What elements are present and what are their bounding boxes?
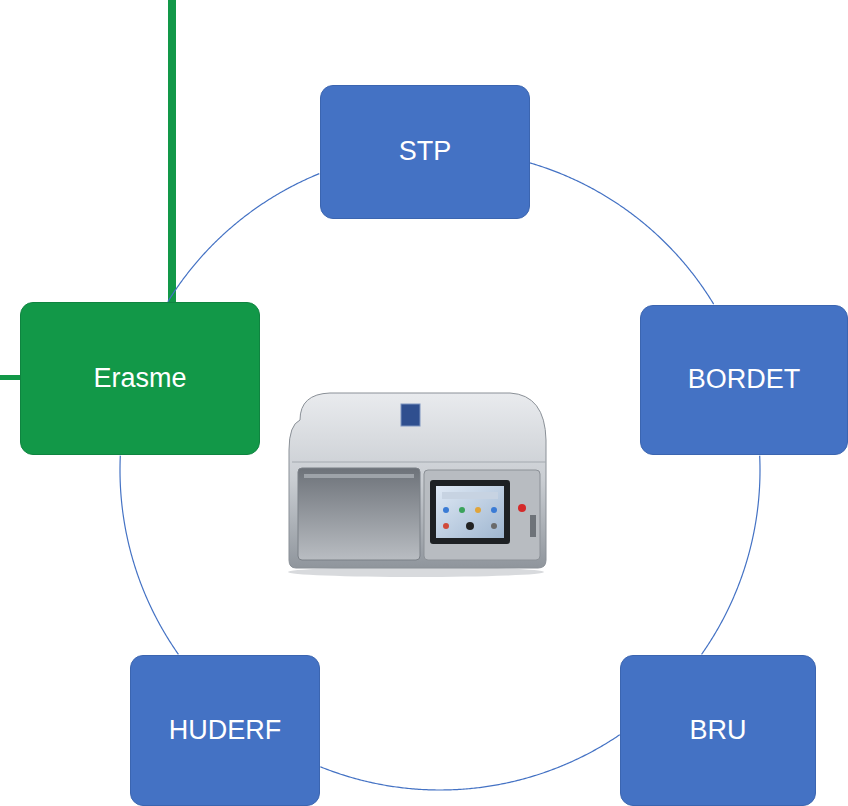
site-label: STP: [399, 136, 452, 167]
screen-icon: [459, 507, 465, 513]
ring-arc: [702, 456, 760, 655]
screen-header: [442, 492, 498, 499]
screen-icon: [466, 522, 474, 530]
device-screen-bezel: [430, 480, 510, 544]
site-label: BRU: [689, 715, 746, 746]
screen-icon: [491, 507, 497, 513]
site-box: STP: [320, 85, 530, 219]
device-window-edge: [304, 474, 414, 478]
screen-icon: [443, 507, 449, 513]
site-box: BORDET: [640, 305, 848, 455]
site-label: Erasme: [93, 363, 186, 394]
device-window: [298, 468, 420, 560]
device-seam: [292, 461, 546, 462]
device-button: [518, 504, 526, 512]
ring-arc: [320, 735, 620, 790]
analyzer-device: [288, 393, 546, 577]
green-line: [168, 0, 176, 303]
device-logo: [401, 404, 420, 426]
site-box: BRU: [620, 655, 816, 806]
screen-icon: [491, 523, 497, 529]
green-line: [0, 375, 21, 380]
device-housing: [289, 393, 546, 568]
ring-arc: [120, 456, 178, 655]
device-slot: [530, 515, 536, 537]
site-box: Erasme: [20, 302, 260, 455]
ring-arc: [530, 163, 714, 304]
device-screen: [436, 486, 504, 538]
ring-arc: [168, 174, 319, 302]
screen-icon: [475, 507, 481, 513]
screen-icon: [443, 523, 449, 529]
site-label: HUDERF: [169, 715, 282, 746]
site-box: HUDERF: [130, 655, 320, 806]
site-label: BORDET: [688, 364, 801, 395]
device-panel: [424, 470, 540, 560]
